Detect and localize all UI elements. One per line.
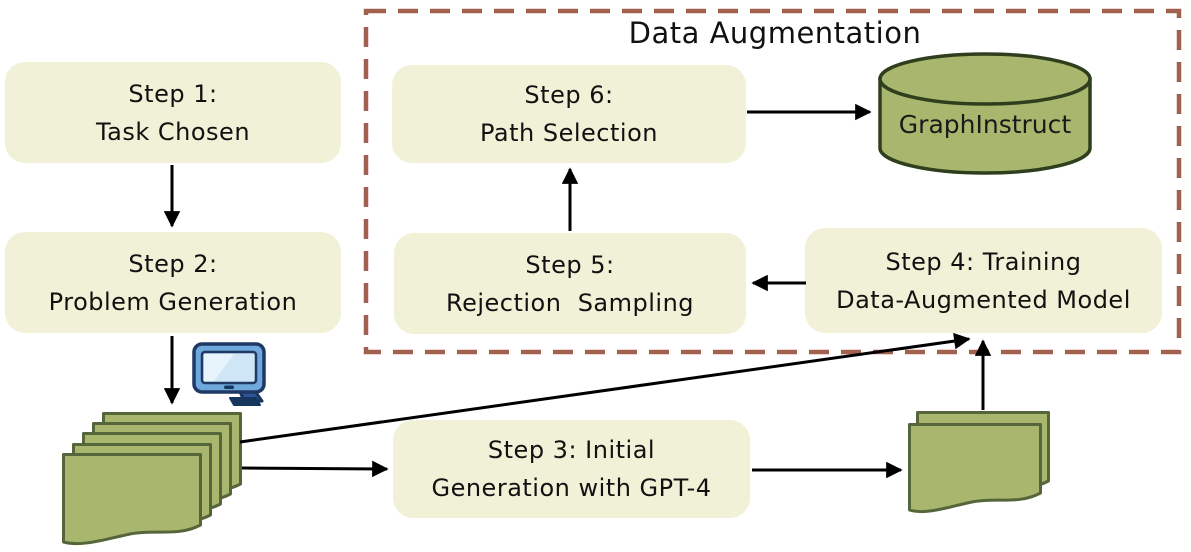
- step5-line2: Rejection Sampling: [445, 288, 695, 317]
- document-page: [92, 422, 232, 515]
- screen-highlight: [204, 354, 234, 381]
- step1-line1: Step 1:: [128, 79, 218, 108]
- step6-line2: Path Selection: [480, 119, 658, 147]
- step3-line2: Generation with GPT-4: [431, 474, 712, 502]
- step6-line1: Step 6:: [524, 81, 614, 109]
- monitor-screen: [200, 350, 258, 385]
- step2-line1: Step 2:: [128, 249, 218, 278]
- step4-box: Step 4: Training Data-Augmented Model: [805, 228, 1162, 333]
- monitor-stand: [236, 385, 264, 403]
- document-page: [908, 423, 1042, 514]
- data-augmentation-title: Data Augmentation: [628, 16, 922, 50]
- arrow-documents-to-step3: [241, 460, 389, 478]
- graphinstruct-label: GraphInstruct: [898, 109, 1072, 139]
- step4-line1: Step 4: Training: [885, 247, 1082, 276]
- step5-box: Step 5: Rejection Sampling: [394, 233, 746, 334]
- document-page: [62, 453, 202, 546]
- step3-line1: Step 3: Initial: [487, 436, 656, 464]
- document-pair-icon: [908, 411, 1050, 514]
- monitor-frame: [192, 342, 266, 394]
- step1-line2: Task Chosen: [95, 117, 251, 146]
- document-page: [72, 443, 212, 536]
- cylinder-top: [878, 52, 1092, 106]
- step5-line1: Step 5:: [525, 250, 615, 279]
- monitor-base: [229, 397, 261, 406]
- step2-box: Step 2: Problem Generation: [5, 232, 341, 333]
- step1-box: Step 1: Task Chosen: [5, 62, 341, 163]
- document-page: [916, 411, 1050, 502]
- document-page: [82, 432, 222, 525]
- document-page: [102, 412, 242, 505]
- step2-line2: Problem Generation: [48, 287, 298, 316]
- step4-line2: Data-Augmented Model: [836, 285, 1131, 314]
- computer-monitor-icon: [192, 342, 266, 406]
- step6-box: Step 6: Path Selection: [392, 65, 746, 163]
- document-stack-icon: [62, 412, 242, 546]
- step3-box: Step 3: Initial Generation with GPT-4: [393, 420, 750, 518]
- monitor-button: [224, 385, 234, 389]
